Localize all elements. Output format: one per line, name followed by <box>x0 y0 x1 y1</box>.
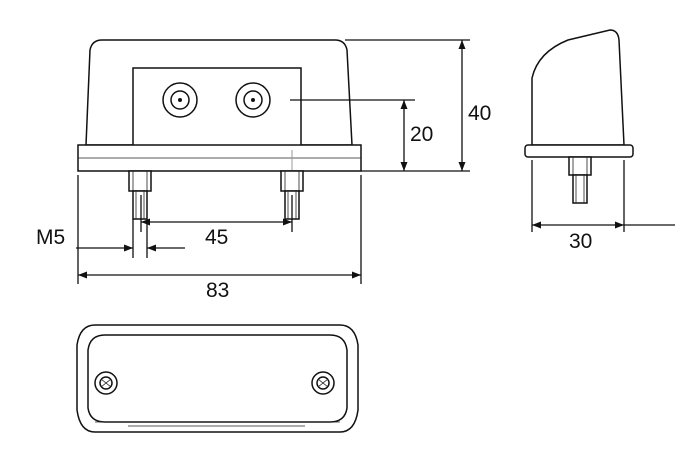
front-view <box>77 39 470 220</box>
top-lens-outline <box>87 334 348 423</box>
dimension-depth: 30 <box>532 221 675 253</box>
lens-window <box>132 67 302 147</box>
screw-boss-right <box>235 82 271 118</box>
side-view <box>524 29 634 232</box>
dim-label-45: 45 <box>205 226 228 249</box>
dimension-mount-height: 20 <box>400 100 433 171</box>
dim-label-20: 20 <box>410 123 433 146</box>
side-housing <box>531 29 625 146</box>
screw-boss-left <box>162 82 198 118</box>
stud-left <box>128 170 152 220</box>
dimension-total-height: 40 <box>458 40 491 171</box>
dim-label-40: 40 <box>468 102 491 125</box>
dim-label-m5: M5 <box>36 226 65 249</box>
top-screw-left <box>94 371 118 395</box>
top-view <box>76 324 359 433</box>
dim-label-30: 30 <box>569 230 592 253</box>
dim-label-83: 83 <box>206 279 229 302</box>
dimension-bolt-spacing: 45 <box>140 195 293 249</box>
top-screw-right <box>311 371 335 395</box>
stud-right <box>280 170 304 220</box>
dimension-total-width: 83 <box>77 175 362 302</box>
side-stud <box>568 156 592 204</box>
side-base-plate <box>524 144 634 158</box>
dimension-thread: M5 <box>36 219 185 258</box>
